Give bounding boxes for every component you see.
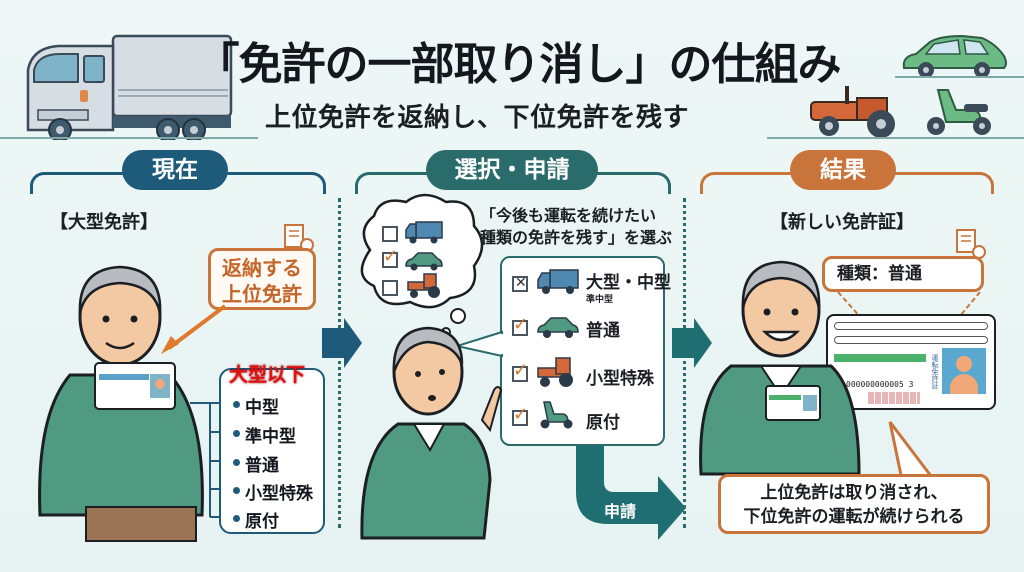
quote-line-1: 「今後も運転を続けたい [480, 206, 657, 225]
elderly-man-with-new-license [699, 260, 861, 476]
ground-line-left [0, 137, 258, 139]
divider-right [683, 198, 686, 528]
list-item: 小型特殊 [245, 484, 313, 504]
car-illustration [902, 34, 1007, 78]
list-item: 原付 [245, 512, 279, 532]
option-label-large: 大型・中型 [586, 273, 671, 293]
license-type-callout: 種類：普通 [822, 256, 984, 292]
license-selection-box: ✕ 大型・中型 準中型 ✓ 普通 ✓ 小型特殊 ✓ 原付 [500, 256, 671, 446]
bullet-icon [233, 515, 240, 522]
scooter-icon [540, 401, 573, 429]
tractor-icon [537, 357, 573, 387]
truck-illustration [26, 34, 233, 140]
option-checkbox-small-special[interactable]: ✓ [512, 360, 529, 382]
result-heading: 【新しい免許証】 [770, 212, 914, 233]
car-icon [537, 317, 579, 338]
license-photo [942, 348, 986, 394]
quote-line-2: 種類の免許を残す」を選ぶ [480, 228, 673, 247]
page-title: 「免許の一部取り消し」の仕組み [195, 39, 842, 90]
option-label-regular: 普通 [586, 321, 620, 341]
truck-icon [405, 221, 443, 244]
truck-icon [537, 269, 579, 294]
bullet-icon [233, 430, 240, 437]
option-sublabel-semi-medium: 準中型 [586, 295, 614, 305]
car-icon [405, 252, 443, 271]
ground-line-top-right [895, 76, 1024, 78]
speech-tail [455, 330, 505, 358]
summary-tail [888, 421, 938, 482]
thought-checkbox-truck [382, 226, 398, 242]
selection-section-label: 選択・申請 [426, 150, 598, 190]
callout-line-2: 上位免許 [222, 282, 302, 306]
lower-license-list: 大型以下 中型 準中型 普通 小型特殊 原付 [219, 364, 325, 534]
bullet-icon [233, 459, 240, 466]
document-icon [956, 229, 986, 259]
option-label-moped: 原付 [586, 413, 620, 433]
apply-arrow [576, 446, 686, 540]
result-section-label: 結果 [790, 150, 896, 190]
option-checkbox-moped[interactable]: ✓ [512, 404, 529, 426]
license-number: 000000000005 3 [846, 380, 914, 389]
license-color-band [834, 354, 926, 362]
callout-arrow [161, 304, 227, 354]
held-new-license-card [765, 385, 821, 421]
list-item: 準中型 [245, 427, 296, 447]
divider-left [338, 198, 341, 528]
option-label-small-special: 小型特殊 [586, 369, 654, 389]
tractor-illustration [810, 86, 895, 138]
elderly-man-thinking [360, 326, 503, 540]
ground-line-right [767, 137, 1024, 139]
option-checkbox-large[interactable]: ✕ [512, 275, 528, 292]
return-license-callout: 返納する 上位免許 [208, 248, 316, 310]
held-license-card [94, 362, 176, 410]
current-section-label: 現在 [122, 150, 228, 190]
license-type-label: 種類：普通 [837, 264, 922, 284]
apply-label: 申請 [604, 502, 637, 521]
summary-line-2: 下位免許の運転が続けられる [743, 507, 965, 527]
tractor-icon [407, 273, 440, 298]
thought-checkbox-car: ✓ [382, 246, 399, 268]
option-checkbox-regular[interactable]: ✓ [512, 314, 529, 336]
thought-checkbox-tractor [382, 280, 398, 296]
new-license-card: 運転免許証 000000000005 3 [826, 314, 996, 410]
list-header: 大型以下 [229, 364, 306, 386]
current-heading: 【大型免許】 [50, 212, 158, 233]
thought-bubble [360, 193, 484, 337]
bullet-icon [233, 401, 240, 408]
summary-line-1: 上位免許は取り消され、 [760, 483, 948, 503]
result-summary-callout: 上位免許は取り消され、 下位免許の運転が続けられる [718, 474, 990, 534]
license-vertical-label: 運転免許証 [931, 354, 939, 389]
bullet-icon [233, 487, 240, 494]
page-subtitle: 上位免許を返納し、下位免許を残す [265, 103, 690, 133]
scooter-illustration [927, 89, 991, 135]
selection-quote: 「今後も運転を続けたい 種類の免許を残す」を選ぶ [480, 205, 672, 249]
list-item: 普通 [245, 456, 279, 476]
list-item: 中型 [245, 398, 279, 418]
callout-line-1: 返納する [222, 256, 302, 280]
arrow-right-icon [672, 318, 712, 368]
arrow-right-icon [322, 318, 362, 368]
